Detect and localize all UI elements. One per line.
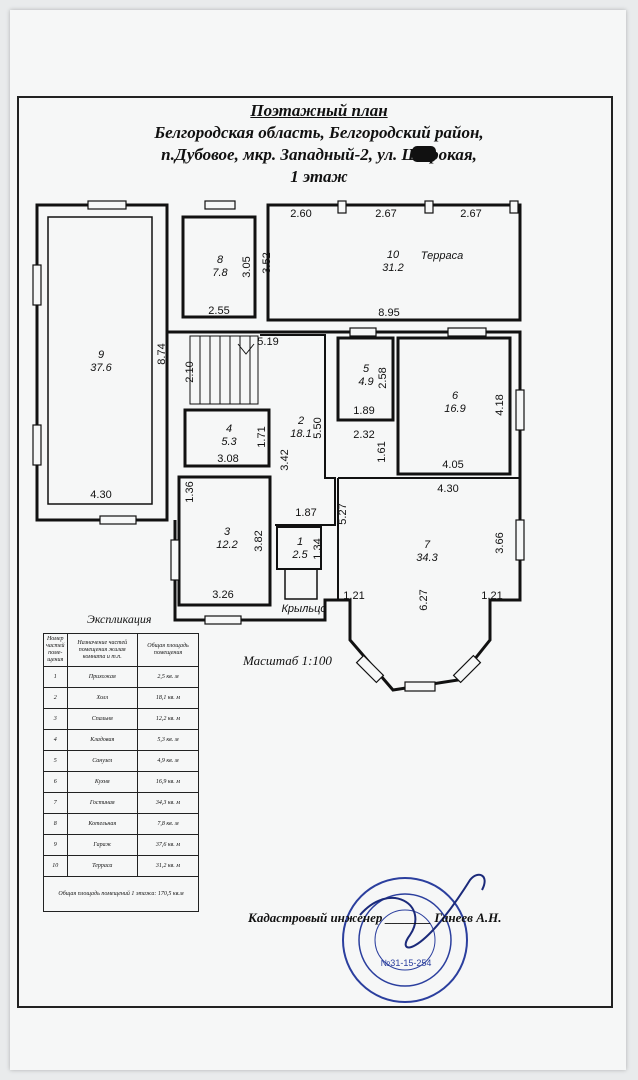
dim-405: 4.05 [442,459,463,471]
dim-living-430: 4.30 [437,483,458,495]
dim-121-right: 1.21 [481,590,502,602]
hall-wall [260,334,336,526]
main-outer-wall [167,330,522,692]
terrace-wall [266,203,522,322]
dim-527: 5.27 [337,503,349,524]
kitchen-wall [396,336,512,476]
heading-line-4: 1 этаж [290,167,348,186]
dim-305: 3.05 [241,256,253,277]
dimension-labels: 2.60 2.67 2.67 3.52 3.05 2.55 8.95 8.74 … [90,208,506,611]
scale-label: Масштаб 1:100 [243,653,332,668]
room-9-number: 9 [98,349,104,361]
room-3-number: 3 [224,526,231,538]
room-7-number: 7 [424,539,431,551]
storage-wall [183,408,271,468]
dim-627: 6.27 [418,589,430,610]
room-4-number: 4 [226,423,232,435]
table-total-row: Общая площадь помещений 1 этажа: 170,5 к… [43,876,199,912]
porch-label: Крыльцо [281,603,326,615]
terrace-label: Терраса [421,250,463,262]
room-8-number: 8 [217,254,224,266]
bathroom-wall [336,336,395,422]
dim-550: 5.50 [312,417,324,438]
dim-134: 1.34 [312,538,324,559]
staircase [189,335,259,405]
plan-frame [17,96,613,1008]
heading-line-2: Белгородская область, Белгородский район… [154,123,484,142]
room-2-area: 18.1 [290,428,311,440]
room-5-number: 5 [363,363,370,375]
room-4-area: 5.3 [221,436,237,448]
dim-171: 1.71 [256,426,268,447]
dim-terrace-b: 2.67 [375,208,396,220]
col-header-number: Номер частей поме-щения [43,633,68,667]
room-6-area: 16.9 [444,403,465,415]
dim-garage-430: 4.30 [90,489,111,501]
col-header-purpose: Назначение частей помещения жилая комнат… [66,633,139,667]
windows [32,200,525,692]
dim-895: 8.95 [378,307,399,319]
engineer-signature-line: Кадастровый инженер _______ Ганеев А.Н. [248,910,502,925]
dim-187: 1.87 [295,507,316,519]
dim-874: 8.74 [156,343,168,364]
col-header-area: Общая площадь помещения [137,633,199,667]
dim-terrace-c: 2.67 [460,208,481,220]
dim-255: 2.55 [208,305,229,317]
stamp-number: №31-15-254 [381,958,432,968]
dim-258: 2.58 [377,367,389,388]
stamp-seal: №31-15-254 [342,873,486,1003]
garage-bay [47,216,153,505]
dim-352: 3.52 [261,252,273,273]
dim-terrace-a: 2.60 [290,208,311,220]
dim-326: 3.26 [212,589,233,601]
room-1-area: 2.5 [291,549,308,561]
room-1-number: 1 [297,536,303,548]
room-5-area: 4.9 [358,376,373,388]
boiler-room-wall [181,215,257,319]
dim-418: 4.18 [494,394,506,415]
room-9-area: 37.6 [90,362,112,374]
dim-342: 3.42 [279,449,291,470]
room-3-area: 12.2 [216,539,237,551]
room-2-number: 2 [297,415,304,427]
redacted-house-number [412,146,436,162]
heading-line-3: п.Дубовое, мкр. Западный-2, ул. Широкая, [161,145,477,164]
dim-308: 3.08 [217,453,238,465]
dim-519: 5.19 [257,336,278,348]
dim-382: 3.82 [253,530,265,551]
explication-table: Номер частей поме-щения Назначение часте… [43,633,199,912]
dim-366: 3.66 [494,532,506,553]
room-8-area: 7.8 [212,267,228,279]
dim-189: 1.89 [353,405,374,417]
heading-line-1: Поэтажный план [250,101,388,120]
dim-210: 2.10 [184,361,196,382]
dim-121-left: 1.21 [343,590,364,602]
room-6-number: 6 [452,390,459,402]
dim-161: 1.61 [376,441,388,462]
room-labels: 9 37.6 8 7.8 10 31.2 5 4.9 6 16.9 2 18.1… [90,249,465,615]
porch-wall [284,568,318,600]
explication-title: Экспликация [87,612,152,626]
dim-232: 2.32 [353,429,374,441]
dim-136: 1.36 [184,481,196,502]
room-10-area: 31.2 [382,262,403,274]
room-10-number: 10 [387,249,400,261]
room-7-area: 34.3 [416,552,438,564]
